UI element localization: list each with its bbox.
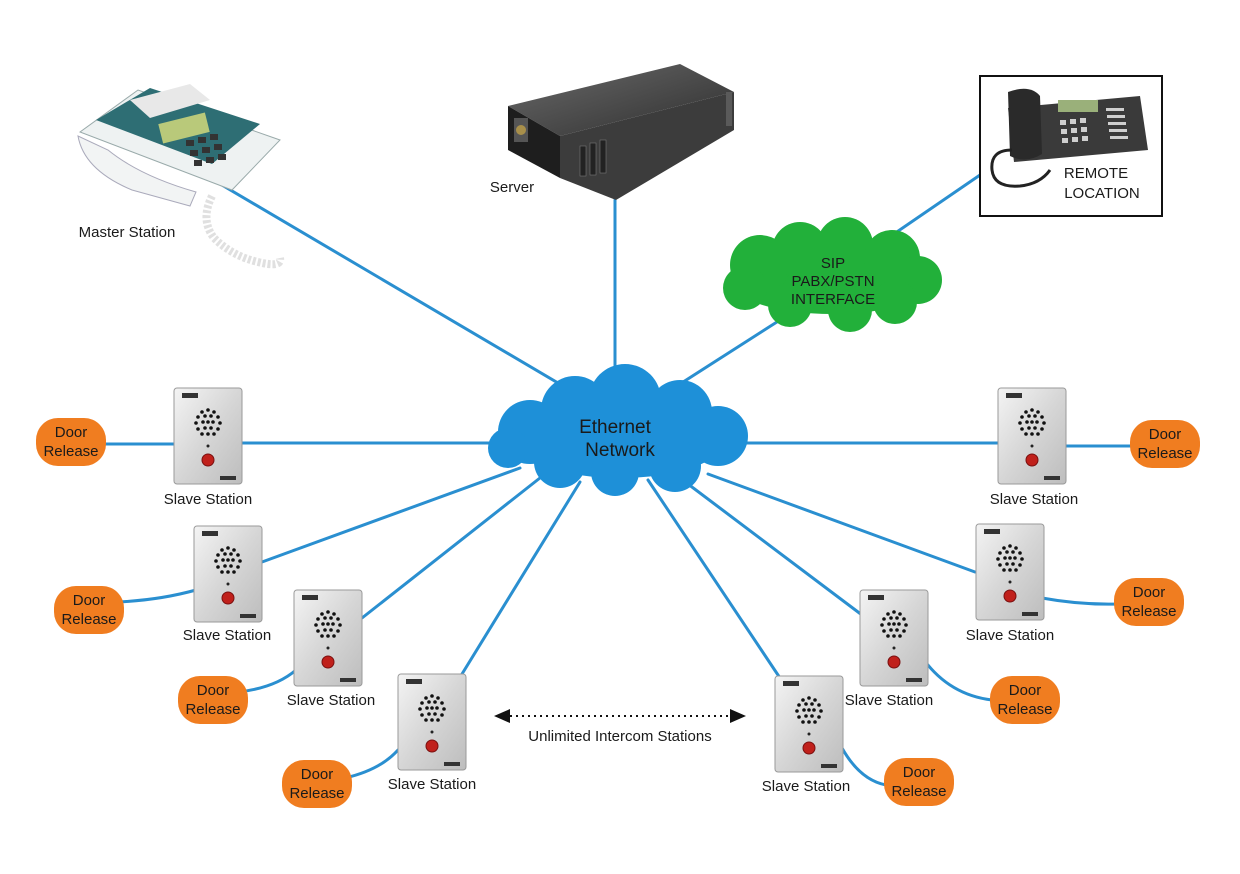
server-label: Server — [490, 179, 534, 196]
slave-station-right-3: Slave Station — [845, 589, 933, 709]
slave-station-left-4: Slave Station — [388, 673, 476, 793]
remote-label-line1: REMOTE — [1064, 165, 1128, 182]
door-label-line1: Door — [197, 682, 230, 699]
door-label-line1: Door — [1133, 584, 1166, 601]
door-label-line1: Door — [1009, 682, 1042, 699]
door-label-line2: Release — [185, 701, 240, 718]
link-door-left-3 — [236, 668, 298, 694]
arrow-right-icon — [730, 709, 746, 723]
slave-panel-icon — [293, 589, 363, 687]
link-door-right-4 — [840, 746, 888, 787]
door-label-line2: Release — [1137, 445, 1192, 462]
link-slave-left-3 — [360, 472, 547, 620]
slave-station-label: Slave Station — [164, 491, 252, 508]
sip-label-line2: PABX/PSTN — [791, 273, 874, 290]
sip-label-line3: INTERFACE — [791, 291, 875, 308]
slave-station-label: Slave Station — [287, 692, 375, 709]
link-remote — [883, 173, 982, 242]
sip-label-line1: SIP — [821, 255, 845, 272]
door-release-left-3: Door Release — [178, 676, 248, 724]
door-label-line2: Release — [997, 701, 1052, 718]
slave-panel-icon — [397, 673, 467, 771]
slave-station-left-1: Slave Station — [164, 387, 252, 508]
slave-station-right-1: Slave Station — [990, 387, 1078, 508]
link-slave-left-4 — [460, 480, 582, 676]
slave-panel-icon — [173, 387, 243, 485]
door-label-line1: Door — [903, 764, 936, 781]
link-door-left-2 — [116, 588, 198, 604]
door-label-line2: Release — [43, 443, 98, 460]
door-release-right-4: Door Release — [884, 758, 954, 806]
slave-panel-icon — [774, 675, 844, 773]
link-master — [208, 176, 594, 405]
slave-station-label: Slave Station — [990, 491, 1078, 508]
link-slave-right-2 — [706, 472, 977, 574]
door-label-line1: Door — [1149, 426, 1182, 443]
door-release-left-1: Door Release — [36, 418, 106, 466]
sip-pabx-cloud: SIP PABX/PSTN INTERFACE — [723, 217, 942, 332]
slave-station-left-3: Slave Station — [287, 589, 375, 709]
unlimited-stations-label: Unlimited Intercom Stations — [528, 728, 711, 745]
slave-panel-icon — [997, 387, 1067, 485]
slave-station-label: Slave Station — [762, 778, 850, 795]
network-label-line1: Ethernet — [579, 417, 652, 438]
door-release-right-1: Door Release — [1130, 420, 1200, 468]
slave-station-label: Slave Station — [966, 627, 1054, 644]
link-slave-left-2 — [260, 466, 522, 564]
server-icon: Server — [490, 64, 734, 200]
door-label-line2: Release — [289, 785, 344, 802]
door-release-right-2: Door Release — [1114, 578, 1184, 626]
slave-station-label: Slave Station — [183, 627, 271, 644]
slave-station-label: Slave Station — [845, 692, 933, 709]
remote-location-box: REMOTE LOCATION — [979, 75, 1163, 217]
door-release-right-3: Door Release — [990, 676, 1060, 724]
door-label-line2: Release — [1121, 603, 1176, 620]
slave-panel-icon — [859, 589, 929, 687]
slave-panel-icon — [975, 523, 1045, 621]
slave-station-left-2: Slave Station — [183, 525, 271, 644]
door-label-line2: Release — [891, 783, 946, 800]
door-label-line1: Door — [55, 424, 88, 441]
network-label-line2: Network — [585, 440, 655, 461]
slave-station-right-4: Slave Station — [762, 675, 850, 795]
link-slave-right-4 — [646, 478, 782, 680]
door-label-line1: Door — [73, 592, 106, 609]
link-door-right-3 — [922, 658, 994, 702]
network-links — [94, 173, 1134, 787]
slave-station-right-2: Slave Station — [966, 523, 1054, 644]
door-label-line2: Release — [61, 611, 116, 628]
door-label-line1: Door — [301, 766, 334, 783]
remote-label-line2: LOCATION — [1064, 185, 1140, 202]
door-release-left-2: Door Release — [54, 586, 124, 634]
unlimited-stations-indicator: Unlimited Intercom Stations — [494, 709, 746, 745]
slave-station-label: Slave Station — [388, 776, 476, 793]
slave-panel-icon — [193, 525, 263, 623]
ethernet-network-cloud: Ethernet Network — [488, 364, 748, 496]
link-door-right-2 — [1040, 596, 1120, 606]
master-station-icon: Master Station — [77, 84, 285, 269]
master-station-label: Master Station — [79, 224, 176, 241]
door-release-left-4: Door Release — [282, 760, 352, 808]
link-slave-right-3 — [678, 476, 864, 617]
desk-phone-icon — [990, 88, 1148, 188]
arrow-left-icon — [494, 709, 510, 723]
link-door-left-4 — [343, 748, 400, 780]
